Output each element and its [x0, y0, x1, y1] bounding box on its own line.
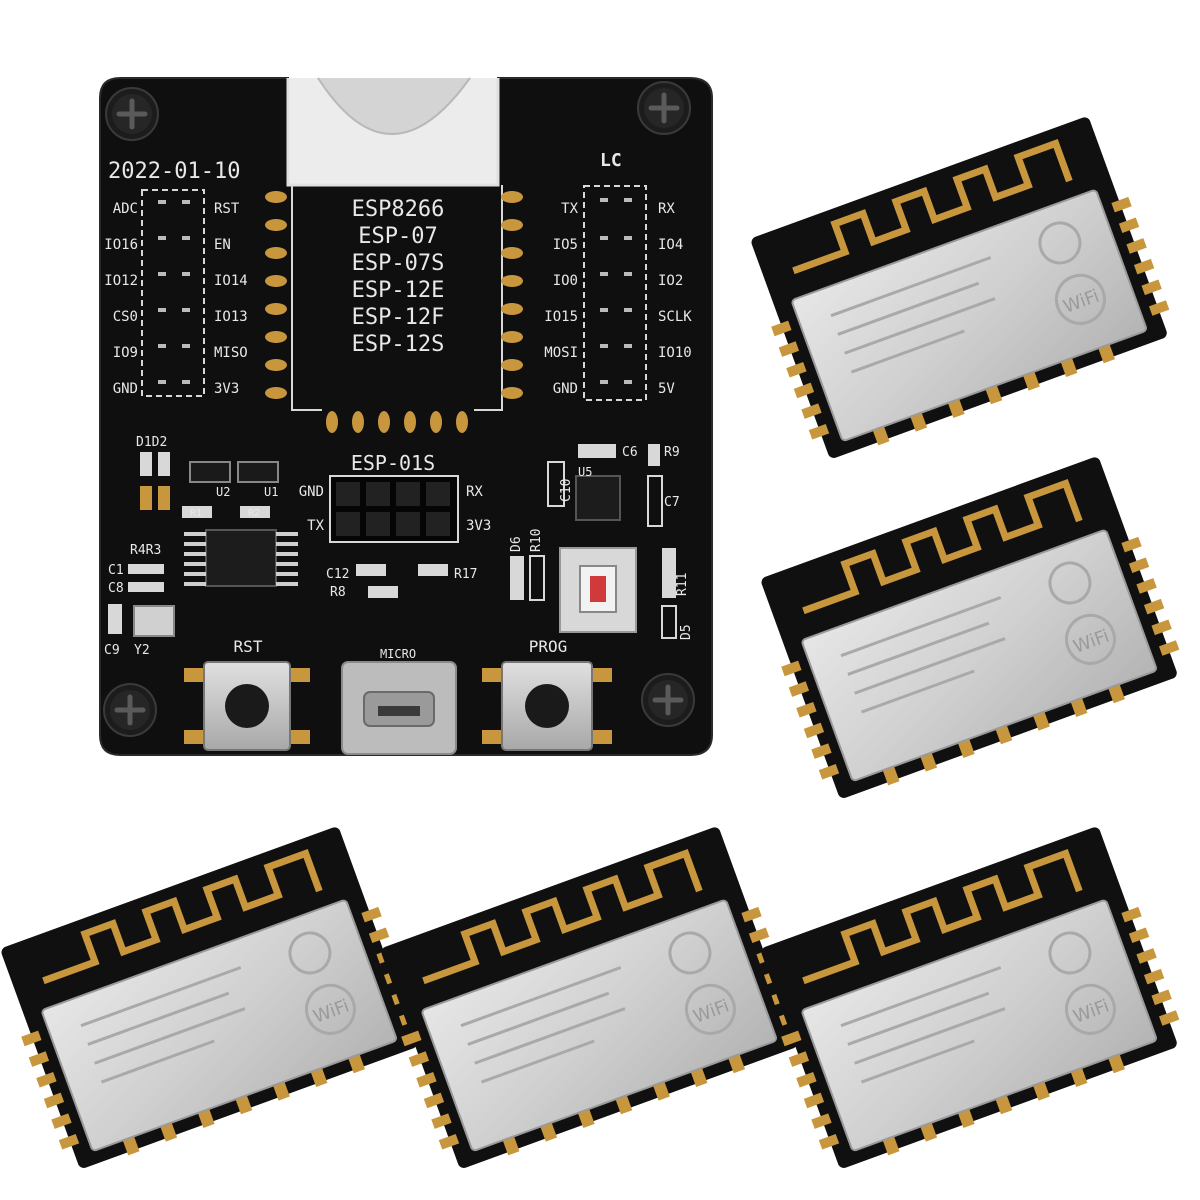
pin-label: GND — [113, 381, 138, 397]
pin-label: IO9 — [113, 345, 138, 361]
right-components: C6 R9 U5 C10 C7 D6 R10 R11 D5 — [509, 444, 694, 640]
svg-text:R4R3: R4R3 — [130, 543, 161, 558]
esp01-pin-gnd: GND — [299, 484, 324, 500]
svg-text:C9: C9 — [104, 643, 120, 658]
svg-text:C10: C10 — [559, 479, 574, 502]
esp01-pin-tx: TX — [307, 518, 324, 534]
rst-button-label: RST — [234, 637, 263, 656]
prog-button-label: PROG — [529, 637, 568, 656]
svg-text:D5: D5 — [679, 624, 694, 640]
svg-text:C6: C6 — [622, 445, 638, 460]
right-pin-header: TX IO5 IO0 IO15 MOSI GND RX IO4 IO2 SCLK… — [544, 185, 692, 401]
pin-label: IO12 — [104, 273, 138, 289]
pin-label: IO0 — [553, 273, 578, 289]
pin-label: IO13 — [214, 309, 248, 325]
left-pin-header: ADC IO16 IO12 CS0 IO9 GND RST EN IO14 IO… — [104, 189, 248, 397]
svg-text:D6: D6 — [509, 536, 524, 552]
module-list-item: ESP-07 — [358, 224, 437, 249]
pin-label: CS0 — [113, 309, 138, 325]
esp-module-2 — [750, 452, 1188, 806]
svg-text:C1: C1 — [108, 563, 124, 578]
module-list-item: ESP-12F — [352, 305, 445, 330]
pin-label: TX — [561, 201, 578, 217]
svg-text:C12: C12 — [326, 567, 349, 582]
board-logo: LC — [600, 150, 622, 171]
esp-module-4 — [370, 822, 808, 1176]
svg-text:U2: U2 — [216, 485, 230, 499]
pin-label: MOSI — [544, 345, 578, 361]
pin-label: ADC — [113, 201, 138, 217]
svg-text:Y2: Y2 — [134, 643, 150, 658]
svg-text:R1: R1 — [190, 508, 202, 519]
pin-label: IO4 — [658, 237, 683, 253]
esp-module-1 — [740, 112, 1178, 466]
screw-bottom-left — [104, 684, 156, 736]
left-components: D1D2 R4R3 C1 C8 C9 Y2 U2 U1 R1 R2 — [104, 435, 477, 658]
pin-label: IO5 — [553, 237, 578, 253]
svg-text:C7: C7 — [664, 495, 680, 510]
module-list-item: ESP-07S — [352, 251, 445, 276]
pin-label: GND — [553, 381, 578, 397]
esp-module-5 — [750, 822, 1188, 1176]
test-board: 2022-01-10 LC ESP8266 ESP-07 ESP-07S ESP… — [99, 77, 713, 756]
pin-label: IO10 — [658, 345, 692, 361]
svg-text:U5: U5 — [578, 465, 592, 479]
svg-text:R17: R17 — [454, 567, 477, 582]
pin-label: RST — [214, 201, 240, 217]
module-list-item: ESP-12S — [352, 332, 445, 357]
screw-bottom-right — [642, 674, 694, 726]
svg-text:C8: C8 — [108, 581, 124, 596]
svg-text:R11: R11 — [675, 573, 690, 596]
module-list: ESP8266 ESP-07 ESP-07S ESP-12E ESP-12F E… — [352, 197, 445, 357]
screw-top-right — [638, 82, 690, 134]
rst-button: RST — [184, 637, 310, 751]
svg-text:R9: R9 — [664, 445, 680, 460]
pin-label: RX — [658, 201, 675, 217]
svg-text:D1D2: D1D2 — [136, 435, 167, 450]
module-pads — [265, 191, 523, 433]
esp01-pin-rx: RX — [466, 484, 483, 500]
screw-top-left — [106, 88, 158, 140]
module-list-item: ESP8266 — [352, 197, 445, 222]
pin-label: IO14 — [214, 273, 248, 289]
svg-text:U1: U1 — [264, 485, 278, 499]
pin-label: EN — [214, 237, 231, 253]
pin-label: SCLK — [658, 309, 692, 325]
module-list-item: ESP-12E — [352, 278, 445, 303]
board-date: 2022-01-10 — [108, 159, 240, 184]
esp01-pin-3v3: 3V3 — [466, 518, 491, 534]
prog-button: PROG — [482, 637, 612, 751]
esp-module-3 — [0, 822, 429, 1176]
micro-usb-port: MICRO — [341, 647, 457, 755]
esp01-socket: ESP-01S GND TX RX 3V3 — [299, 451, 491, 543]
pin-label: 3V3 — [214, 381, 239, 397]
svg-text:R10: R10 — [529, 529, 544, 552]
svg-text:R2: R2 — [248, 508, 260, 519]
pin-label: MISO — [214, 345, 248, 361]
esp01-label: ESP-01S — [351, 451, 435, 475]
pin-label: IO2 — [658, 273, 683, 289]
pin-label: 5V — [658, 381, 675, 397]
usb-label: MICRO — [380, 647, 416, 661]
pin-label: IO15 — [544, 309, 578, 325]
pin-label: IO16 — [104, 237, 138, 253]
svg-text:R8: R8 — [330, 585, 346, 600]
